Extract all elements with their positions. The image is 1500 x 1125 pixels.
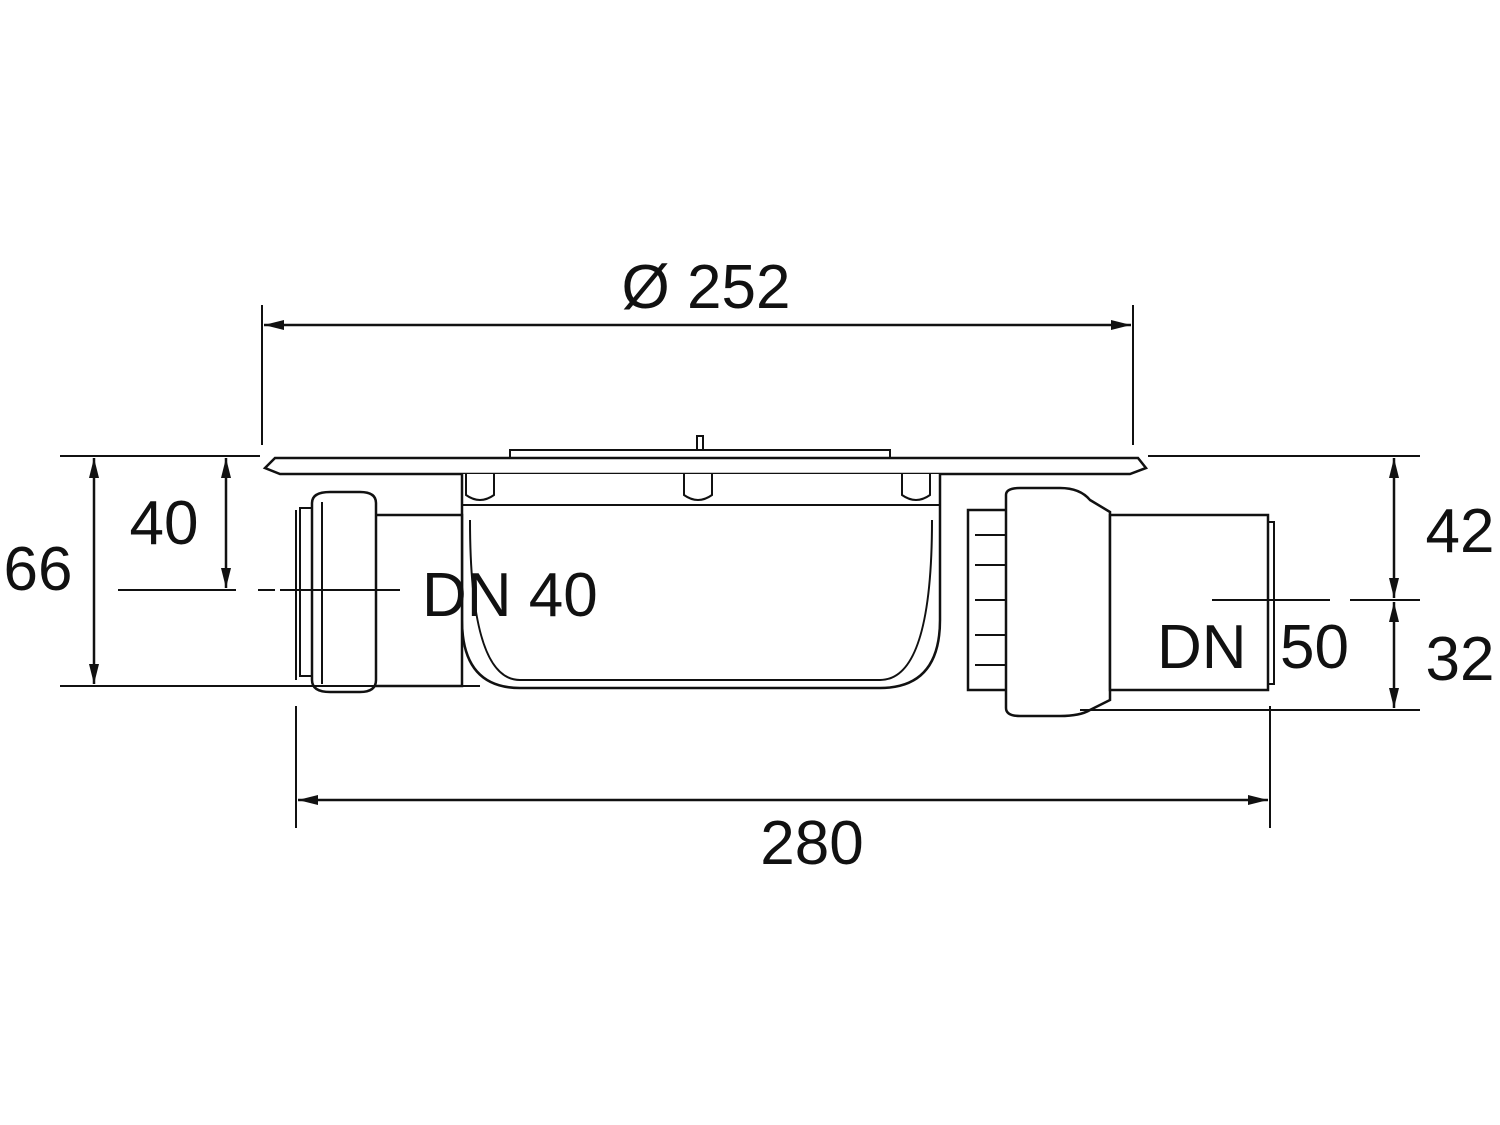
right-pipe-callout: DN 50 bbox=[1155, 613, 1358, 682]
diameter-label: Ø 252 bbox=[622, 253, 791, 322]
drain-assembly bbox=[262, 435, 1275, 718]
right-upper-height-label: 42 bbox=[1426, 497, 1495, 566]
left-pipe-callout: DN 40 bbox=[280, 561, 598, 630]
right-lower-height-label: 32 bbox=[1426, 625, 1495, 694]
right-height-dimensions: 42 32 bbox=[1080, 455, 1495, 711]
length-dimension: 280 bbox=[295, 706, 1271, 878]
left-outlet-label: DN 40 bbox=[422, 561, 598, 630]
right-outlet-prefix-label: DN bbox=[1157, 613, 1247, 682]
left-total-height-label: 66 bbox=[4, 535, 73, 604]
left-outlet-height-label: 40 bbox=[130, 489, 199, 558]
right-outlet-size-label: 50 bbox=[1280, 613, 1349, 682]
left-outlet-collar bbox=[310, 490, 378, 694]
right-outlet-coupling bbox=[1004, 486, 1112, 718]
trap-body bbox=[460, 474, 942, 690]
diameter-dimension: Ø 252 bbox=[261, 253, 1134, 445]
left-height-dimensions: 66 40 bbox=[4, 455, 480, 687]
cover-plate bbox=[262, 456, 1149, 476]
length-label: 280 bbox=[760, 809, 863, 878]
